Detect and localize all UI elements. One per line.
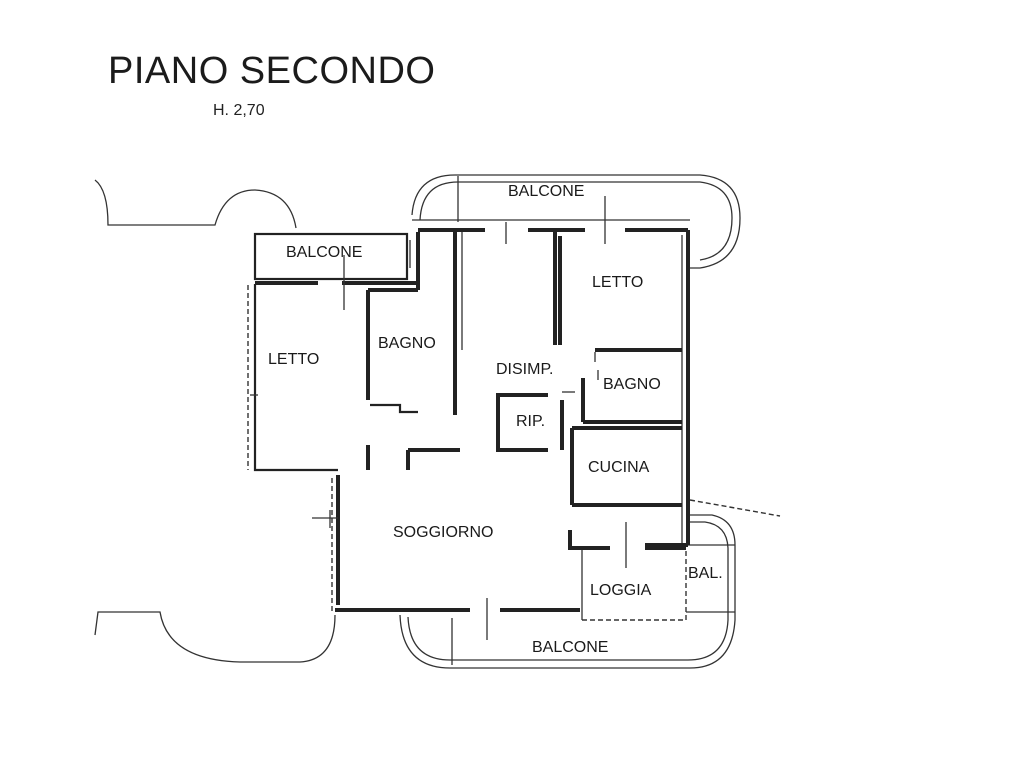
room-label-letto-right: LETTO (592, 274, 643, 291)
neighbor-outline-bottom (94, 611, 336, 663)
balcony-bottom-outline (399, 499, 781, 669)
room-label-cucina: CUCINA (588, 459, 650, 476)
room-label-bagno-left: BAGNO (378, 335, 436, 352)
room-label-soggiorno: SOGGIORNO (393, 524, 493, 541)
room-label-disimp: DISIMP. (496, 361, 554, 378)
plan-title: PIANO SECONDO (108, 50, 436, 92)
ceiling-height-note: H. 2,70 (213, 102, 265, 119)
neighbor-outline-top (94, 179, 297, 229)
door-marks (250, 196, 627, 640)
room-label-bal: BAL. (688, 565, 723, 582)
room-label-rip: RIP. (516, 413, 545, 430)
room-label-bagno-right: BAGNO (603, 376, 661, 393)
apartment-outer-walls (247, 228, 690, 621)
room-label-balcone-left: BALCONE (286, 244, 362, 261)
balcony-top-outline (411, 174, 741, 269)
room-label-letto-left: LETTO (268, 351, 319, 368)
balcony-left-outline (253, 232, 411, 281)
interior-walls (366, 230, 686, 550)
room-label-balcone-top: BALCONE (508, 183, 584, 200)
room-label-loggia: LOGGIA (590, 582, 652, 599)
room-label-balcone-bottom: BALCONE (532, 639, 608, 656)
